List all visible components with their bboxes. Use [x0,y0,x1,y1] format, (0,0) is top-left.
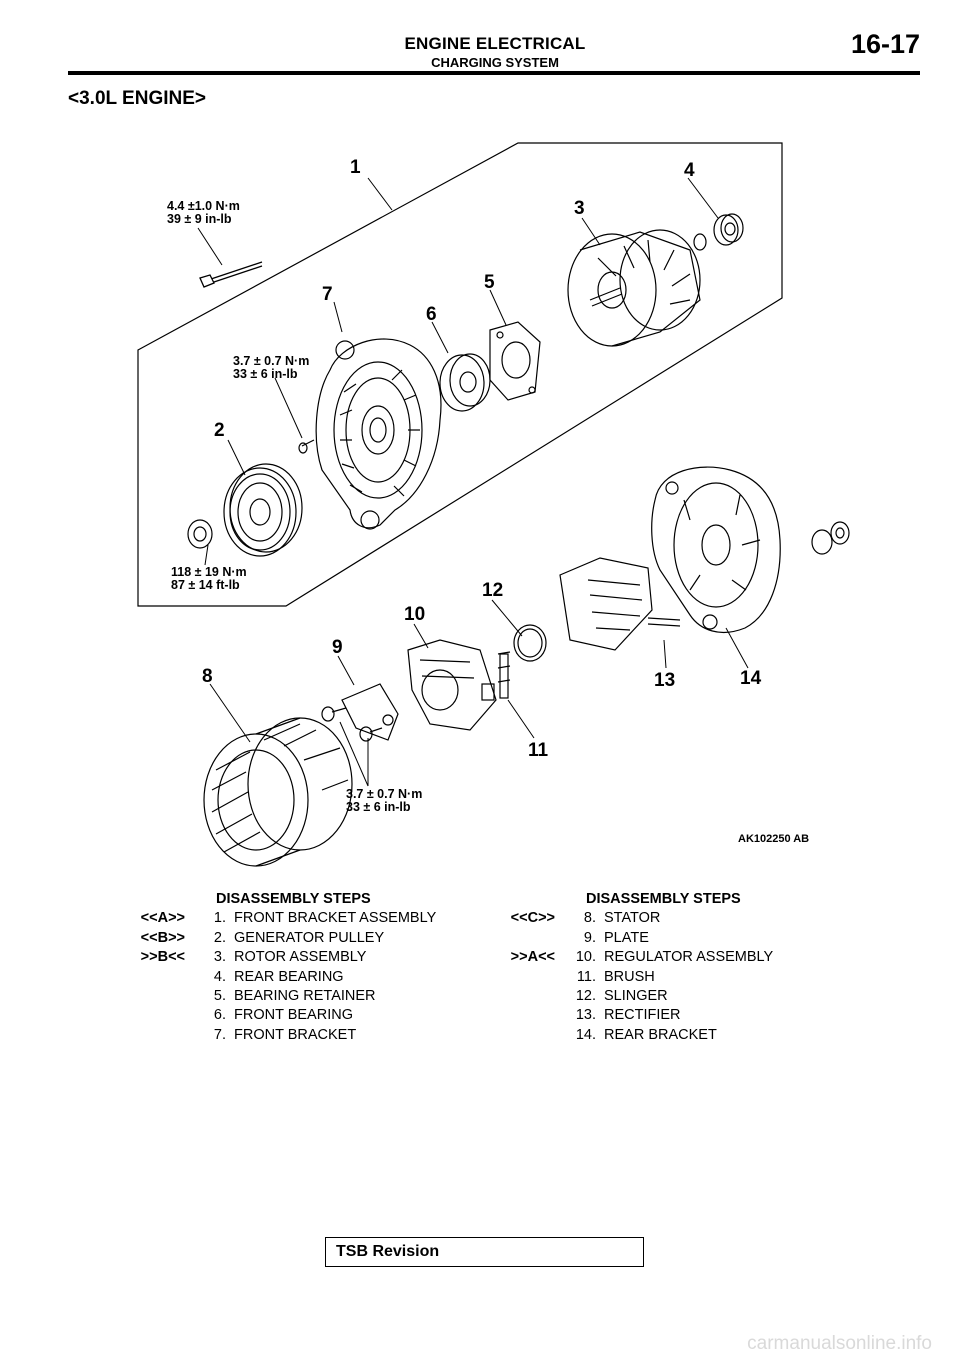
callout-2: 2 [214,420,225,441]
header-rule [68,71,920,75]
steps-right-heading: DISASSEMBLY STEPS [586,891,741,907]
callout-6: 6 [426,304,437,325]
bracket-screw [298,439,315,454]
front-bracket [315,338,442,530]
terminal-nut [811,521,850,555]
step-row: 12.SLINGER [575,988,668,1005]
torque-plate-inlb: 33 ± 6 in-lb [346,800,411,814]
step-row: 14.REAR BRACKET [575,1026,717,1043]
section-title: <3.0L ENGINE> [68,88,206,109]
step-row: <<C>>8.STATOR [510,910,661,927]
exploded-view-diagram: 1 2 3 4 5 6 7 8 9 10 11 12 13 14 4.4 ±1.… [137,142,850,867]
callout-5: 5 [484,272,495,293]
steps-left-heading: DISASSEMBLY STEPS [216,891,371,907]
figure-id: AK102250 AB [738,833,809,845]
rectifier [559,557,681,651]
torque-screw-inlb: 33 ± 6 in-lb [233,367,298,381]
plate-screws [321,706,383,742]
front-bearing [439,353,491,412]
rotor-assembly [567,229,701,347]
watermark: carmanualsonline.info [747,1333,932,1354]
stator [203,717,353,867]
torque-plate-nm: 3.7 ± 0.7 N·m [346,787,422,801]
step-row: >>B<<3.ROTOR ASSEMBLY [140,949,367,966]
callout-3: 3 [574,198,585,219]
slinger [513,624,547,662]
pulley-nut [187,519,213,549]
tsb-revision-box: TSB Revision [325,1237,644,1267]
step-row: <<B>>2.GENERATOR PULLEY [140,929,385,946]
step-row: 13.RECTIFIER [575,1007,681,1024]
step-row: 5.BEARING RETAINER [213,988,376,1005]
steps-left: DISASSEMBLY STEPS <<A>>1.FRONT BRACKET A… [68,890,437,1045]
page-number: 16-17 [850,29,920,59]
torque-screw-nm: 3.7 ± 0.7 N·m [233,354,309,368]
callout-8: 8 [202,666,213,687]
through-bolt [199,261,263,288]
header-title: ENGINE ELECTRICAL [404,34,586,53]
generator-pulley [223,463,303,557]
callout-10: 10 [404,604,425,625]
callout-1: 1 [350,157,361,178]
torque-bolt-inlb: 39 ± 9 in-lb [167,212,232,226]
callout-7: 7 [322,284,333,305]
bearing-retainer [489,321,541,401]
step-row: 6.FRONT BEARING [213,1007,353,1024]
rear-bearing [693,213,744,251]
callout-14: 14 [740,668,762,689]
callout-12: 12 [482,580,503,601]
step-row: 7.FRONT BRACKET [213,1026,357,1043]
callout-4: 4 [684,160,695,181]
rear-bracket [651,466,781,634]
brush [497,651,511,699]
step-row: <<A>>1.FRONT BRACKET ASSEMBLY [140,910,437,927]
plate [341,683,399,741]
step-row: >>A<<10.REGULATOR ASSEMBLY [510,949,774,966]
torque-bolt-nm: 4.4 ±1.0 N·m [167,199,240,213]
callout-13: 13 [654,670,675,691]
torque-nut-ftlb: 87 ± 14 ft-lb [171,578,240,592]
steps-right: DISASSEMBLY STEPS <<C>>8.STATOR 9.PLATE … [438,890,774,1045]
step-row: 9.PLATE [583,929,649,946]
header-subtitle: CHARGING SYSTEM [431,55,559,70]
regulator-assembly [407,639,497,731]
step-row: 4.REAR BEARING [213,968,344,985]
callout-9: 9 [332,637,343,658]
step-row: 11.BRUSH [576,968,655,985]
callout-11: 11 [528,740,549,761]
torque-nut-nm: 118 ± 19 N·m [171,565,247,579]
front-assembly-panel [137,142,783,607]
